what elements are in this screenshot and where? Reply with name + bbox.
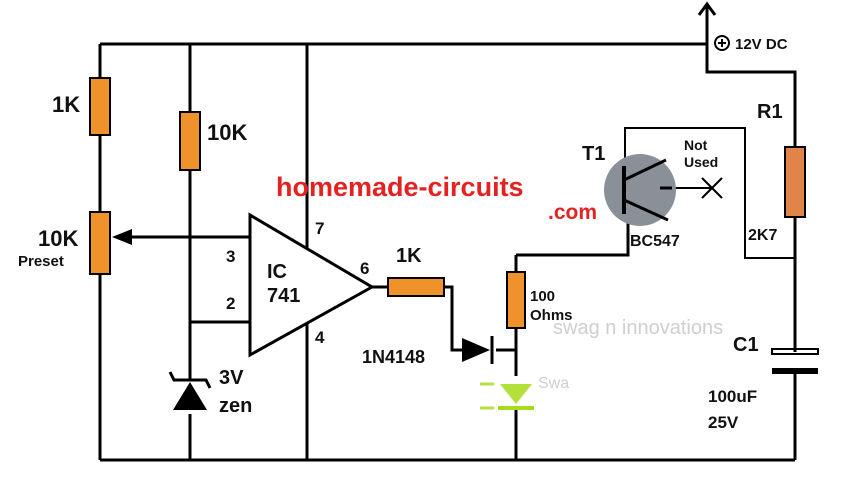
r100-label-line2: Ohms bbox=[530, 307, 573, 324]
watermark-line1: homemade-circuits bbox=[276, 172, 524, 202]
wiring bbox=[98, 5, 797, 462]
zener-diode-icon bbox=[168, 371, 212, 414]
r100-label-line1: 100 bbox=[530, 288, 555, 305]
ghost-watermark: swag n innovations bbox=[553, 317, 723, 339]
r-top-left-label: 1K bbox=[52, 92, 80, 117]
zener-value-label: 3V bbox=[219, 367, 244, 389]
base-wire bbox=[624, 127, 795, 259]
resistor-1k-output bbox=[387, 277, 445, 297]
c1-value-label: 100uF bbox=[708, 387, 757, 406]
r-out-label: 1K bbox=[396, 245, 422, 267]
r1-ref-label: R1 bbox=[757, 101, 783, 123]
watermark-line2: .com bbox=[548, 201, 597, 224]
zener-word-label: zen bbox=[219, 395, 252, 417]
preset-value-label: 10K bbox=[38, 226, 78, 251]
ic-label-line1: IC bbox=[267, 261, 287, 283]
diode-label: 1N4148 bbox=[362, 347, 425, 367]
resistor-10k-mid bbox=[179, 111, 201, 171]
not-used-label-line2: Used bbox=[684, 154, 718, 170]
supply-right-wire bbox=[705, 5, 797, 460]
diode-icon bbox=[462, 336, 494, 364]
resistor-1k-left bbox=[89, 77, 111, 136]
pin6-label: 6 bbox=[360, 259, 369, 278]
resistor-100-ohm bbox=[506, 271, 526, 329]
pin7-label: 7 bbox=[315, 219, 324, 238]
transistor-ref-label: T1 bbox=[582, 143, 605, 165]
opamp-triangle bbox=[248, 212, 376, 358]
c1-ref-label: C1 bbox=[733, 334, 759, 356]
output-to-diode-wire bbox=[444, 285, 462, 352]
pin2-label: 2 bbox=[226, 294, 235, 313]
capacitor-icon bbox=[771, 348, 819, 374]
supply-arrow-icon bbox=[697, 1, 717, 16]
preset-resistor bbox=[89, 211, 111, 275]
resistor-r1 bbox=[784, 146, 806, 218]
pin4-label: 4 bbox=[315, 328, 325, 347]
preset-wiper-arrow-icon bbox=[112, 229, 132, 245]
transistor-part-label: BC547 bbox=[630, 233, 680, 250]
pin3-label: 3 bbox=[226, 247, 235, 266]
ic-label-line2: 741 bbox=[267, 285, 300, 307]
led-icon bbox=[480, 376, 534, 410]
r1-value-label: 2K7 bbox=[748, 227, 777, 244]
not-connected-x-icon bbox=[701, 177, 723, 199]
ghost-fragment-text: Swa bbox=[538, 375, 569, 392]
transistor-icon bbox=[604, 154, 676, 226]
not-used-label-line1: Not bbox=[684, 137, 708, 153]
c1-voltage-label: 25V bbox=[708, 413, 739, 432]
preset-word-label: Preset bbox=[18, 253, 64, 270]
supply-label: 12V DC bbox=[735, 36, 788, 53]
plus-icon bbox=[714, 35, 730, 51]
r-top-mid-label: 10K bbox=[207, 120, 247, 145]
